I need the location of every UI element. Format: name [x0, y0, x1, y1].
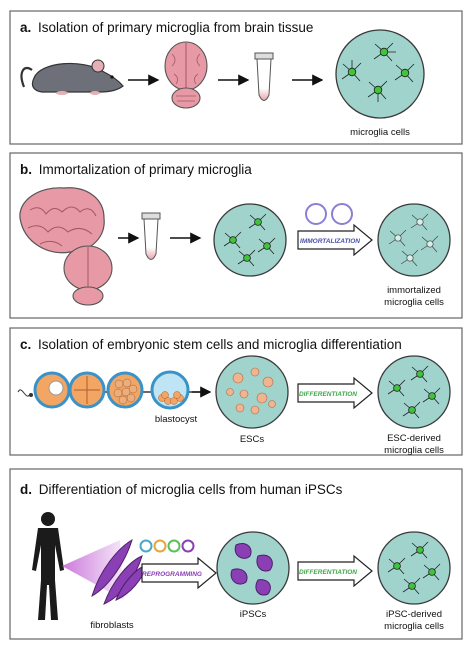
differentiation-label: DIFFERENTIATION	[299, 569, 357, 576]
ipscs-label: iPSCs	[240, 609, 267, 620]
microglia-cells	[341, 42, 415, 102]
panel-d-title: Differentiation of microglia cells from …	[39, 482, 343, 497]
tube-icon	[254, 52, 274, 101]
panel-b: b. Immortalization of primary microglia	[9, 152, 463, 319]
immortalized-dish	[377, 203, 451, 277]
ipsc-dish	[216, 531, 290, 605]
ipsc-cells	[230, 542, 273, 596]
human-brain-icon	[19, 187, 105, 254]
reprogramming-arrow: REPROGRAMMING	[141, 556, 217, 590]
microglia-cells	[223, 213, 276, 267]
panel-a-label: microglia cells	[350, 127, 410, 138]
differentiation-arrow: DIFFERENTIATION	[297, 376, 373, 410]
blastocyst-label: blastocyst	[155, 414, 198, 425]
panel-c-title: Isolation of embryonic stem cells and mi…	[38, 337, 402, 352]
panel-c: c. Isolation of embryonic stem cells and…	[9, 327, 463, 456]
esc-dish	[215, 355, 289, 429]
light-beam	[62, 540, 124, 600]
panel-c-letter: c.	[20, 337, 31, 352]
svg-text:a. Isolation of primary: a. Isolation of primary microglia from b…	[20, 20, 313, 35]
panel-d-letter: d.	[20, 482, 32, 497]
escs-label: ESCs	[240, 434, 265, 445]
tube-icon	[141, 212, 161, 260]
panel-d-label-line2: microglia cells	[384, 621, 444, 632]
plasmid-icon	[139, 539, 195, 553]
plasmid-icon	[305, 203, 353, 225]
human-icon	[32, 512, 64, 620]
ipsc-derived-dish	[377, 531, 451, 605]
panel-c-label-line1: ESC-derived	[387, 433, 441, 444]
panel-c-label-line2: microglia cells	[384, 445, 444, 456]
mouse-icon	[20, 59, 124, 95]
panel-d: d. Differentiation of microglia cells fr…	[9, 468, 463, 640]
primary-microglia-dish	[213, 203, 287, 277]
fibroblasts-label: fibroblasts	[90, 620, 134, 631]
fibroblast-cells	[91, 538, 149, 605]
microglia-cells	[387, 541, 441, 595]
immortalization-label: IMMORTALIZATION	[300, 238, 360, 245]
panel-b-title: Immortalization of primary microglia	[39, 162, 253, 177]
mouse-brain-icon	[63, 245, 113, 306]
esc-derived-dish	[377, 355, 451, 429]
panel-b-letter: b.	[20, 162, 32, 177]
immortalization-arrow: IMMORTALIZATION	[297, 223, 373, 257]
panel-d-label-line1: iPSC-derived	[386, 609, 442, 620]
embryo-stages	[17, 370, 206, 410]
microglia-dish	[335, 29, 425, 119]
svg-text:d. Differentiation of mi: d. Differentiation of microglia cells fr…	[20, 482, 343, 497]
differentiation-arrow: DIFFERENTIATION	[297, 554, 373, 588]
esc-cells	[226, 367, 276, 415]
panel-a-letter: a.	[20, 20, 31, 35]
immortalized-cells	[388, 213, 439, 267]
panel-a: a. Isolation of primary microglia from b…	[9, 10, 463, 145]
panel-a-title: Isolation of primary microglia from brai…	[38, 20, 313, 35]
svg-text:b. Immortalization of pr: b. Immortalization of primary microglia	[20, 162, 252, 177]
reprogramming-label: REPROGRAMMING	[142, 571, 202, 578]
panel-b-label-line2: microglia cells	[384, 297, 444, 308]
panel-b-label-line1: immortalized	[387, 285, 441, 296]
brain-icon	[164, 41, 208, 109]
svg-text:c. Isolation of embryoni: c. Isolation of embryonic stem cells and…	[20, 337, 402, 352]
microglia-cells	[387, 365, 441, 419]
differentiation-label: DIFFERENTIATION	[299, 391, 357, 398]
